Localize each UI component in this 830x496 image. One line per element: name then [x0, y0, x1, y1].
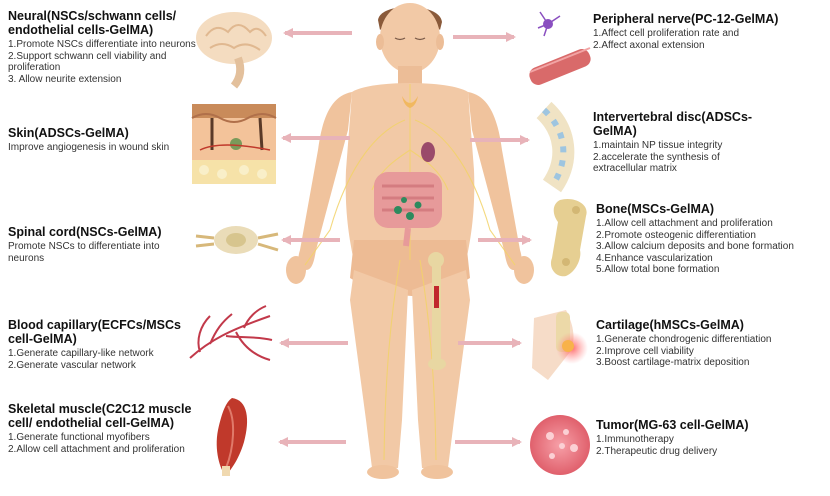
disc-title: Intervertebral disc(ADSCs-GelMA)	[593, 110, 753, 138]
disc-item-2: 2.accelerate the synthesis of extracellu…	[593, 151, 720, 175]
bone-item-2: 2.Promote osteogenic differentiation	[596, 229, 756, 241]
cartilage-title: Cartilage(hMSCs-GelMA)	[596, 318, 744, 332]
disc-item-1: 1.maintain NP tissue integrity	[593, 140, 723, 151]
neural-item-2: 2.Support schwann cell viability and pro…	[8, 50, 167, 74]
muscle-items: 1.Generate functional myofibers 2.Allow …	[8, 432, 218, 455]
label-bone: Bone(MSCs-GelMA) 1.Allow cell attachment…	[596, 202, 796, 276]
neural-item-3: 3. Allow neurite extension	[8, 73, 122, 85]
label-skin: Skin(ADSCs-GelMA) Improve angiogenesis i…	[8, 126, 193, 154]
label-cartilage: Cartilage(hMSCs-GelMA) 1.Generate chondr…	[596, 318, 806, 369]
cartilage-item-2: 2.Improve cell viability	[596, 345, 694, 357]
spinal-title: Spinal cord(NSCs-GelMA)	[8, 225, 162, 239]
label-tumor: Tumor(MG-63 cell-GelMA) 1.Immunotherapy …	[596, 418, 806, 457]
human-body-figure	[286, 3, 534, 479]
capillary-item-2: 2.Generate vascular network	[8, 359, 136, 371]
bone-items: 1.Allow cell attachment and proliferatio…	[596, 218, 796, 276]
tumor-item-1: 1.Immunotherapy	[596, 434, 674, 445]
intervertebral-disc-icon	[536, 101, 575, 193]
cartilage-item-1: 1.Generate chondrogenic differentiation	[596, 334, 772, 345]
skin-item-1: Improve angiogenesis in wound skin	[8, 142, 170, 153]
bone-item-5: 5.Allow total bone formation	[596, 264, 720, 276]
capillary-items: 1.Generate capillary-like network 2.Gene…	[8, 348, 193, 371]
spinal-cord-icon	[195, 226, 279, 254]
bone-item-1: 1.Allow cell attachment and proliferatio…	[596, 218, 773, 229]
bone-item-4: 4.Enhance vascularization	[596, 252, 713, 264]
muscle-item-1: 1.Generate functional myofibers	[8, 432, 150, 443]
tumor-items: 1.Immunotherapy 2.Therapeutic drug deliv…	[596, 434, 806, 457]
nerve-title: Peripheral nerve(PC-12-GelMA)	[593, 12, 779, 26]
tumor-icon	[530, 415, 590, 475]
nerve-item-2: 2.Affect axonal extension	[593, 39, 705, 51]
neural-item-1: 1.Promote NSCs differentiate into neuron…	[8, 39, 196, 50]
femur-bone-icon	[428, 252, 446, 370]
muscle-title: Skeletal muscle(C2C12 muscle cell/ endot…	[8, 402, 192, 430]
label-capillary: Blood capillary(ECFCs/MSCs cell-GelMA) 1…	[8, 318, 193, 371]
tumor-item-2: 2.Therapeutic drug delivery	[596, 445, 718, 457]
tumor-title: Tumor(MG-63 cell-GelMA)	[596, 418, 749, 432]
capillary-icon	[189, 305, 273, 361]
bone-item-3: 3.Allow calcium deposits and bone format…	[596, 241, 794, 253]
bone-icon	[550, 198, 587, 277]
neural-items: 1.Promote NSCs differentiate into neuron…	[8, 39, 198, 85]
label-spinal: Spinal cord(NSCs-GelMA) Promote NSCs to …	[8, 225, 193, 264]
capillary-item-1: 1.Generate capillary-like network	[8, 348, 154, 359]
spinal-item-1: Promote NSCs to differentiate into neuro…	[8, 241, 160, 264]
label-nerve: Peripheral nerve(PC-12-GelMA) 1.Affect c…	[593, 12, 823, 51]
disc-items: 1.maintain NP tissue integrity 2.acceler…	[593, 140, 768, 175]
label-neural: Neural(NSCs/schwann cells/ endothelial c…	[8, 9, 198, 85]
skin-title: Skin(ADSCs-GelMA)	[8, 126, 129, 140]
nerve-icon	[529, 11, 591, 85]
label-muscle: Skeletal muscle(C2C12 muscle cell/ endot…	[8, 402, 218, 455]
brain-icon	[196, 12, 272, 89]
nerve-items: 1.Affect cell proliferation rate and 2.A…	[593, 28, 823, 51]
bone-title: Bone(MSCs-GelMA)	[596, 202, 715, 216]
muscle-icon	[216, 398, 248, 476]
intestines-icon	[374, 172, 442, 247]
neural-title: Neural(NSCs/schwann cells/ endothelial c…	[8, 9, 177, 37]
cartilage-item-3: 3.Boost cartilage-matrix deposition	[596, 357, 750, 369]
muscle-item-2: 2.Allow cell attachment and proliferatio…	[8, 443, 185, 455]
nerve-item-1: 1.Affect cell proliferation rate and	[593, 28, 740, 39]
connector-arrows	[278, 28, 532, 447]
cartilage-items: 1.Generate chondrogenic differentiation …	[596, 334, 806, 369]
knee-cartilage-icon	[532, 310, 588, 380]
capillary-title: Blood capillary(ECFCs/MSCs cell-GelMA)	[8, 318, 181, 346]
skin-section-icon	[191, 104, 277, 184]
label-disc: Intervertebral disc(ADSCs-GelMA) 1.maint…	[593, 110, 768, 175]
